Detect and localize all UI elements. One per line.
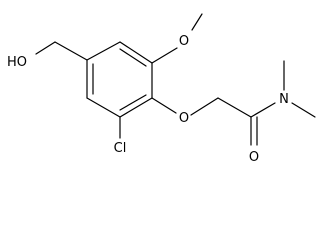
bonds: [35, 13, 316, 146]
bond-carbonyl-c-to-n: [250, 102, 276, 118]
ring-bond-c1-c2-inner: [119, 48, 147, 67]
atom-label-methoxy-o: O: [179, 34, 189, 49]
bond-ring-to-methoxy-o: [151, 47, 178, 64]
bond-n-to-methyl-right: [291, 102, 316, 118]
atom-label-cl: Cl: [114, 141, 127, 156]
atom-label-carbonyl-o: O: [249, 150, 259, 165]
ring-bond-c5-c6: [119, 97, 153, 118]
atom-label-ether-o: O: [179, 111, 189, 126]
atom-label-ho: HO: [7, 55, 27, 70]
bond-ring-to-ch2: [54, 41, 88, 61]
bond-ring-to-ether-o: [151, 97, 177, 114]
atom-label-n: N: [279, 92, 289, 107]
ring-bond-c2-c3: [86, 41, 121, 61]
chemical-structure-diagram: HO O O O N Cl: [7, 13, 316, 165]
bond-ch2-to-carbonyl-c: [217, 97, 252, 118]
bond-ether-o-to-ch2: [190, 97, 219, 116]
bond-ch2-to-oh: [35, 41, 56, 55]
ring-bond-c1-c2: [119, 41, 153, 64]
ring-bond-c5-c6-inner: [119, 94, 147, 111]
bond-methoxy-o-to-ch3: [191, 13, 203, 31]
ring-bond-c4-c5: [86, 97, 121, 118]
atom-labels: HO O O O N Cl: [7, 34, 289, 165]
